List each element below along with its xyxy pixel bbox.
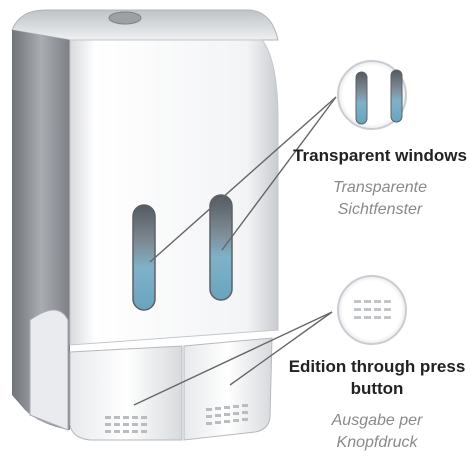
feature-title-de-line2: Knopfdruck <box>336 434 418 451</box>
feature-title-de-line2: Sichtfenster <box>337 201 423 218</box>
button-grip-left <box>105 416 147 433</box>
leader-line-button-right <box>229 311 333 386</box>
leader-line-window-left <box>149 96 337 263</box>
leader-lines <box>133 96 337 406</box>
transparent-window-zoom-icon <box>337 60 407 130</box>
feature-title-en-line1: Edition through press <box>288 357 466 376</box>
button-grip-right <box>206 404 248 425</box>
press-button-right <box>183 337 273 441</box>
press-button-zoom-icon <box>337 275 407 345</box>
press-button-left <box>69 345 183 441</box>
feature-label-press-button: Edition through press button Ausgabe per… <box>286 356 468 454</box>
leader-line-window-right <box>221 96 337 251</box>
soap-dispenser <box>11 9 279 441</box>
leader-line-button-left <box>133 311 333 406</box>
side-chrome-piece <box>29 309 69 431</box>
feature-label-windows: Transparent windows Transparente Sichtfe… <box>292 145 468 221</box>
transparent-window-left <box>132 204 156 311</box>
dispenser-top <box>11 9 279 41</box>
dispenser-front <box>69 39 279 346</box>
top-refill-cap <box>108 11 142 25</box>
feature-title-en: Transparent windows <box>293 146 467 165</box>
feature-title-en-line2: button <box>350 379 404 398</box>
feature-title-de-line1: Ausgabe per <box>331 412 423 429</box>
transparent-window-right <box>209 194 233 301</box>
feature-title-de-line1: Transparente <box>333 179 427 196</box>
